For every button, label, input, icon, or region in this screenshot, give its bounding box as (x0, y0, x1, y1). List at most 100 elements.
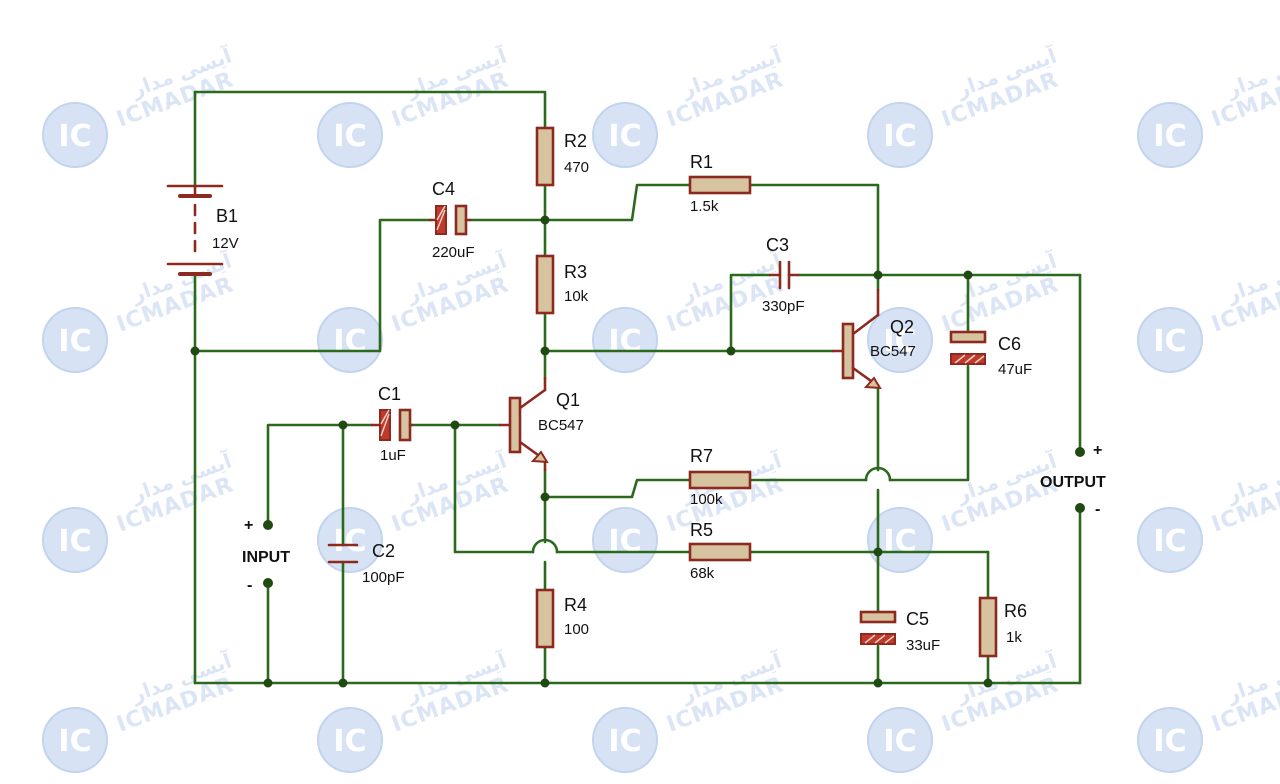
capacitor-c3: C3 330pF (762, 235, 805, 315)
resistor-r4: R4 100 (535, 588, 589, 649)
r5-ref: R5 (690, 520, 713, 540)
resistor-r3: R3 10k (535, 254, 589, 315)
svg-text:IC: IC (883, 724, 916, 759)
junction-dot (540, 678, 550, 688)
c6-ref: C6 (998, 334, 1021, 354)
junction-dot (450, 420, 460, 430)
r2-ref: R2 (564, 131, 587, 151)
svg-text:IC: IC (883, 524, 916, 559)
q2-value: BC547 (870, 343, 916, 360)
output-label: OUTPUT (1040, 474, 1106, 491)
junction-dot (540, 346, 550, 356)
c2-value: 100pF (362, 569, 405, 586)
input-label: INPUT (242, 549, 290, 566)
r5-value: 68k (690, 565, 715, 582)
junction-dot (338, 420, 348, 430)
b1-ref: B1 (216, 206, 238, 226)
output-minus-label: - (1095, 501, 1100, 518)
resistor-r1: R1 1.5k (688, 152, 752, 215)
b1-value: 12V (212, 235, 239, 252)
r1-ref: R1 (690, 152, 713, 172)
transistor-q1: Q1 BC547 (498, 376, 584, 472)
capacitor-c5: C5 33uF (859, 609, 940, 654)
junction-dot (873, 270, 883, 280)
capacitor-c4: C4 220uF (428, 179, 475, 261)
junction-dot (540, 492, 550, 502)
r4-value: 100 (564, 621, 589, 638)
svg-text:IC: IC (1153, 324, 1186, 359)
c6-value: 47uF (998, 361, 1032, 378)
svg-text:IC: IC (883, 324, 916, 359)
svg-text:IC: IC (883, 119, 916, 154)
r3-ref: R3 (564, 262, 587, 282)
transistor-q2: Q2 BC547 (831, 288, 916, 390)
c5-value: 33uF (906, 637, 940, 654)
c4-ref: C4 (432, 179, 455, 199)
junction-dot (873, 547, 883, 557)
svg-text:IC: IC (58, 324, 91, 359)
junction-dot (338, 678, 348, 688)
c3-value: 330pF (762, 298, 805, 315)
resistor-r5: R5 68k (688, 520, 752, 582)
c4-value: 220uF (432, 244, 475, 261)
c5-ref: C5 (906, 609, 929, 629)
svg-text:IC: IC (333, 324, 366, 359)
svg-text:IC: IC (1153, 524, 1186, 559)
r2-value: 470 (564, 159, 589, 176)
r1-value: 1.5k (690, 198, 719, 215)
q1-value: BC547 (538, 417, 584, 434)
junction-dot (540, 215, 550, 225)
c3-ref: C3 (766, 235, 789, 255)
resistor-r2: R2 470 (535, 126, 589, 187)
r4-ref: R4 (564, 595, 587, 615)
resistor-r6: R6 1k (978, 596, 1027, 658)
svg-text:IC: IC (58, 119, 91, 154)
input-minus-label: - (247, 577, 252, 594)
output-plus-label: + (1093, 442, 1102, 459)
svg-text:IC: IC (333, 119, 366, 154)
junction-dot (983, 678, 993, 688)
c1-value: 1uF (380, 447, 406, 464)
junctions (190, 215, 1085, 688)
svg-text:IC: IC (608, 524, 641, 559)
svg-text:IC: IC (608, 324, 641, 359)
capacitor-c1: C1 1uF (370, 384, 414, 464)
resistor-r7: R7 100k (688, 446, 752, 508)
q2-ref: Q2 (890, 317, 914, 337)
r6-value: 1k (1006, 629, 1022, 646)
junction-dot (873, 678, 883, 688)
svg-text:IC: IC (333, 524, 366, 559)
capacitor-c2: C2 100pF (327, 541, 405, 586)
input-minus-terminal (263, 578, 273, 588)
battery-b1: B1 12V (166, 184, 239, 276)
svg-text:IC: IC (608, 724, 641, 759)
output-plus-terminal (1075, 447, 1085, 457)
capacitor-c6: C6 47uF (949, 330, 1032, 378)
output-minus-terminal (1075, 503, 1085, 513)
junction-dot (963, 270, 973, 280)
q1-ref: Q1 (556, 390, 580, 410)
r6-ref: R6 (1004, 601, 1027, 621)
c1-ref: C1 (378, 384, 401, 404)
r7-ref: R7 (690, 446, 713, 466)
junction-dot (190, 346, 200, 356)
input-plus-terminal (263, 520, 273, 530)
svg-text:IC: IC (58, 724, 91, 759)
svg-text:IC: IC (58, 524, 91, 559)
